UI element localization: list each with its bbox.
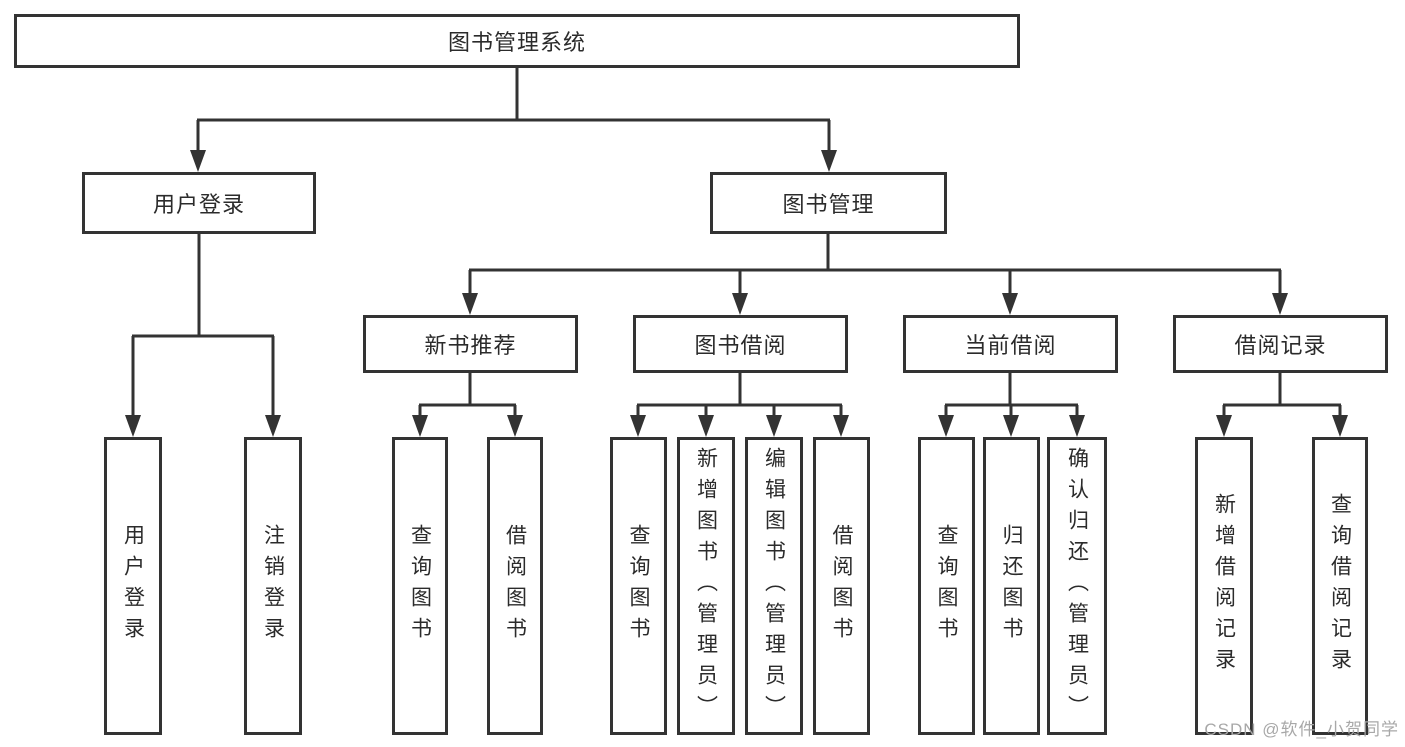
node-label: 当前借阅	[964, 333, 1057, 358]
arrow-down-icon	[1216, 415, 1348, 437]
node-label: 借阅图书	[830, 524, 853, 648]
node-label: 查询借阅记录	[1328, 493, 1352, 679]
node-leaf-borrow-books-recommend: 借阅图书	[487, 437, 543, 735]
node-label: 查询图书	[627, 524, 650, 648]
arrow-down-icon	[190, 150, 837, 172]
node-book-borrowing: 图书借阅	[633, 315, 848, 373]
node-label: 借阅记录	[1234, 333, 1327, 358]
node-label: 借阅图书	[503, 524, 527, 648]
node-leaf-query-books-recommend: 查询图书	[392, 437, 448, 735]
connector-borrowing-records	[1216, 373, 1348, 437]
node-label: 图书借阅	[694, 333, 787, 358]
node-label: 注销登录	[261, 524, 285, 648]
node-label: 新书推荐	[424, 333, 517, 358]
node-label: 归还图书	[1000, 524, 1023, 648]
node-leaf-query-borrow-record: 查询借阅记录	[1312, 437, 1368, 735]
node-leaf-add-book-admin: 新增图书（管理员）	[677, 437, 735, 735]
node-current-borrowing: 当前借阅	[903, 315, 1118, 373]
node-leaf-query-books-current: 查询图书	[918, 437, 975, 735]
node-new-book-recommendation: 新书推荐	[363, 315, 578, 373]
connector-book-borrowing	[630, 373, 849, 437]
node-leaf-query-books-borrowing: 查询图书	[610, 437, 667, 735]
node-label: 查询图书	[408, 524, 432, 648]
node-user-login: 用户登录	[82, 172, 316, 234]
arrow-down-icon	[938, 415, 1085, 437]
connector-new-book-recommendation	[412, 373, 523, 437]
connector-user-login	[125, 234, 281, 437]
node-label: 确认归还（管理员）	[1065, 446, 1089, 726]
node-borrowing-records: 借阅记录	[1173, 315, 1388, 373]
node-label: 图书管理	[782, 192, 875, 217]
node-leaf-confirm-return-admin: 确认归还（管理员）	[1047, 437, 1107, 735]
arrow-down-icon	[630, 415, 849, 437]
node-label: 用户登录	[121, 524, 145, 648]
arrow-down-icon	[412, 415, 523, 437]
node-leaf-user-login: 用户登录	[104, 437, 162, 735]
node-leaf-logout: 注销登录	[244, 437, 302, 735]
connector-root	[190, 68, 837, 172]
node-leaf-borrow-books-borrowing: 借阅图书	[813, 437, 870, 735]
node-label: 图书管理系统	[447, 30, 586, 55]
node-leaf-edit-book-admin: 编辑图书（管理员）	[745, 437, 803, 735]
connector-book-management	[462, 234, 1288, 315]
node-book-management: 图书管理	[710, 172, 947, 234]
node-label: 用户登录	[152, 192, 245, 217]
node-label: 新增借阅记录	[1212, 493, 1236, 679]
node-label: 编辑图书（管理员）	[762, 446, 786, 726]
connector-current-borrowing	[938, 373, 1085, 437]
node-leaf-add-borrow-record: 新增借阅记录	[1195, 437, 1253, 735]
node-label: 新增图书（管理员）	[694, 446, 718, 726]
node-library-management-system: 图书管理系统	[14, 14, 1020, 68]
node-leaf-return-books: 归还图书	[983, 437, 1040, 735]
arrow-down-icon	[462, 293, 1288, 315]
arrow-down-icon	[125, 415, 281, 437]
watermark: CSDN @软件_小贺同学	[1204, 720, 1399, 739]
node-label: 查询图书	[935, 524, 958, 648]
